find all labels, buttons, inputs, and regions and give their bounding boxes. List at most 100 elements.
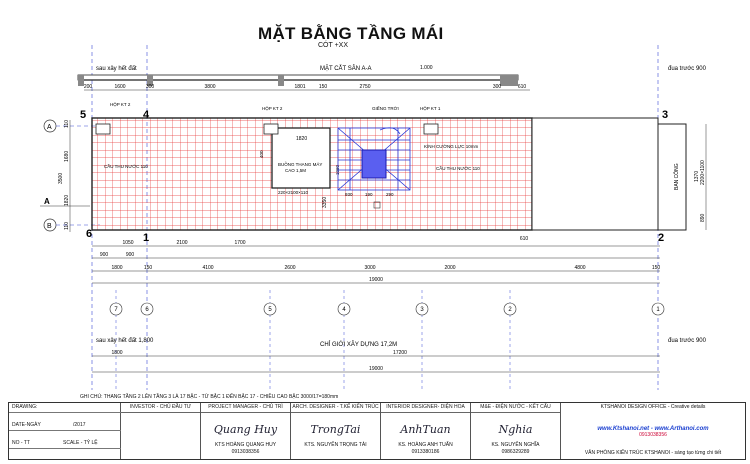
row-a-label: A <box>47 124 52 131</box>
bottom-dim: 4100 <box>202 265 213 271</box>
axis-circle: 4 <box>342 307 346 313</box>
mep-cell: M&E - ĐIỆN NƯỚC - KẾT CẤU Nghia KS. NGUY… <box>471 403 561 459</box>
lower-left-note: sau xây hết đất 1,800 <box>96 338 154 344</box>
dim-3350: 3350 <box>322 197 328 208</box>
drawing-title: MẶT BẰNG TẦNG MÁI <box>258 24 444 43</box>
axis-circle: 7 <box>114 307 118 313</box>
axis-circle: 3 <box>420 307 424 313</box>
office-footer: VĂN PHÒNG KIẾN TRÚC KTSHANOI - sáng tạo … <box>584 450 722 456</box>
axis-circle: 6 <box>145 307 149 313</box>
section-post <box>147 75 153 86</box>
bottom-dim: 1050 <box>122 240 133 246</box>
bottom-dim: 2100 <box>176 240 187 246</box>
signature: Quang Huy <box>213 423 278 436</box>
total-dim: 19000 <box>369 277 383 283</box>
bottom-dim: 2600 <box>284 265 295 271</box>
title-block: DRAWING: DATE-NGÀY/2017 NO - TT SCALE - T… <box>8 402 746 460</box>
left-dim: 3500 <box>58 173 64 184</box>
top-dim: 150 <box>319 84 328 90</box>
top-dim: 200 <box>84 84 93 90</box>
office-cell: KTSHANOI DESIGN OFFICE - Creative detail… <box>561 403 745 459</box>
top-dim: 610 <box>518 84 527 90</box>
date-value: /2017 <box>73 422 86 428</box>
bottom-dim: 4800 <box>574 265 585 271</box>
balcony <box>657 123 687 231</box>
axis-label-6: 6 <box>86 228 92 240</box>
section-label: MẶT CẮT SÂN A-A <box>320 64 371 72</box>
signature: TrongTai <box>310 423 361 436</box>
left-note: sau xây hết đất <box>96 66 137 72</box>
duct-label: HỘP KT 2 <box>110 101 131 107</box>
top-dim: 2750 <box>359 84 370 90</box>
bottom-dim: 150 <box>144 265 153 271</box>
duct-box <box>263 123 279 135</box>
lower-label: CHỈ GIỚI XÂY DỰNG 17,2M <box>320 341 397 348</box>
top-dim: 1600 <box>114 84 125 90</box>
drawing-info: DRAWING: DATE-NGÀY/2017 NO - TT SCALE - T… <box>9 403 121 459</box>
bottom-dim: 3000 <box>364 265 375 271</box>
stair-dim: 290 <box>386 192 394 197</box>
drain-label: CẦU THU NƯỚC 110 <box>436 165 480 171</box>
signature: AnhTuan <box>400 423 451 436</box>
section-roof <box>77 74 519 81</box>
stair-dim: 190 <box>365 192 373 197</box>
drawing-subtitle: CÓT +XX <box>318 42 349 49</box>
level-mark: 1.000 <box>420 65 433 71</box>
arch-cell: ARCH. DESIGNER - T.KẾ KIẾN TRÚC TrongTai… <box>291 403 381 459</box>
pm-cell: PROJECT MANAGER - CHỦ TRÌ Quang Huy KTS … <box>201 403 291 459</box>
balcony-label: BAN CÔNG <box>673 163 680 190</box>
date-label: DATE-NGÀY <box>12 422 41 428</box>
duct-box <box>95 123 111 135</box>
stair-dim: 930 <box>345 192 353 197</box>
bottom-dim: 150 <box>652 265 661 271</box>
roof-open-area <box>531 117 659 231</box>
investor-cell: INVESTOR - CHỦ ĐẦU TƯ <box>121 403 201 459</box>
duct-label: HỘP KT 2 <box>262 105 283 111</box>
skylight <box>361 149 387 179</box>
right-note: đua trước 900 <box>668 66 707 72</box>
duct-box <box>423 123 439 135</box>
lift-dim: 400 <box>259 150 264 158</box>
bottom-dim: 610 <box>520 236 529 242</box>
right-dim: 2200×1100 <box>700 160 706 185</box>
row-b-label: B <box>47 223 52 230</box>
section-post <box>78 75 84 86</box>
axis-label-2: 2 <box>658 232 664 244</box>
axis-circle: 1 <box>656 307 660 313</box>
lower-right-note: đua trước 900 <box>668 338 707 344</box>
office-web: www.Ktshanoi.net - www.Arthanoi.com <box>597 426 709 432</box>
right-dim: 1370 <box>694 171 700 182</box>
left-dim: 1820 <box>64 195 70 206</box>
axis-label-4: 4 <box>143 109 150 121</box>
section-post <box>278 75 284 86</box>
bottom-dim: 900 <box>126 252 135 258</box>
axis-label-5: 5 <box>80 109 86 121</box>
lift-shaft <box>271 127 331 189</box>
duct-label: HỘP KT 1 <box>420 105 441 111</box>
left-dim: 1680 <box>64 151 70 162</box>
left-dim: 110 <box>64 120 70 128</box>
lower-dim: 1800 <box>111 350 122 356</box>
axis-circle: 2 <box>508 307 512 313</box>
bottom-dim: 2000 <box>444 265 455 271</box>
scale-label: SCALE - TỶ LỆ <box>63 440 98 446</box>
glass-label: KÍNH CƯỜNG LỰC 10mm <box>424 143 479 149</box>
top-dim: 300 <box>493 84 502 90</box>
right-dim: 890 <box>700 213 706 222</box>
section-post <box>500 75 518 86</box>
bottom-dim: 1800 <box>111 265 122 271</box>
skylight-label: GIẾNG TRỜI <box>372 105 399 111</box>
drawing-note: GHI CHÚ: THANG TẦNG 2 LÊN TẦNG 3 LÀ 17 B… <box>80 394 339 400</box>
lift-dim: 220×2100×110 <box>278 190 308 195</box>
lift-height: CAO 1,5M <box>285 168 306 173</box>
top-dim: 1801 <box>294 84 305 90</box>
lift-dim: 1960 <box>335 164 340 175</box>
drawing-label: DRAWING: <box>12 404 38 410</box>
lift-label: BUỒNG THANG MÁY <box>278 161 322 167</box>
interior-cell: INTERIOR DESIGNER- DIỆN HOA AnhTuan KS. … <box>381 403 471 459</box>
floor-plan-drawing: sau xây hết đất MẶT CẮT SÂN A-A đua trướ… <box>40 45 707 390</box>
top-dim: 3800 <box>204 84 215 90</box>
drain-label: CẦU THU NƯỚC 110 <box>104 163 148 169</box>
signature: Nghia <box>498 423 533 436</box>
no-label: NO - TT <box>12 440 30 446</box>
